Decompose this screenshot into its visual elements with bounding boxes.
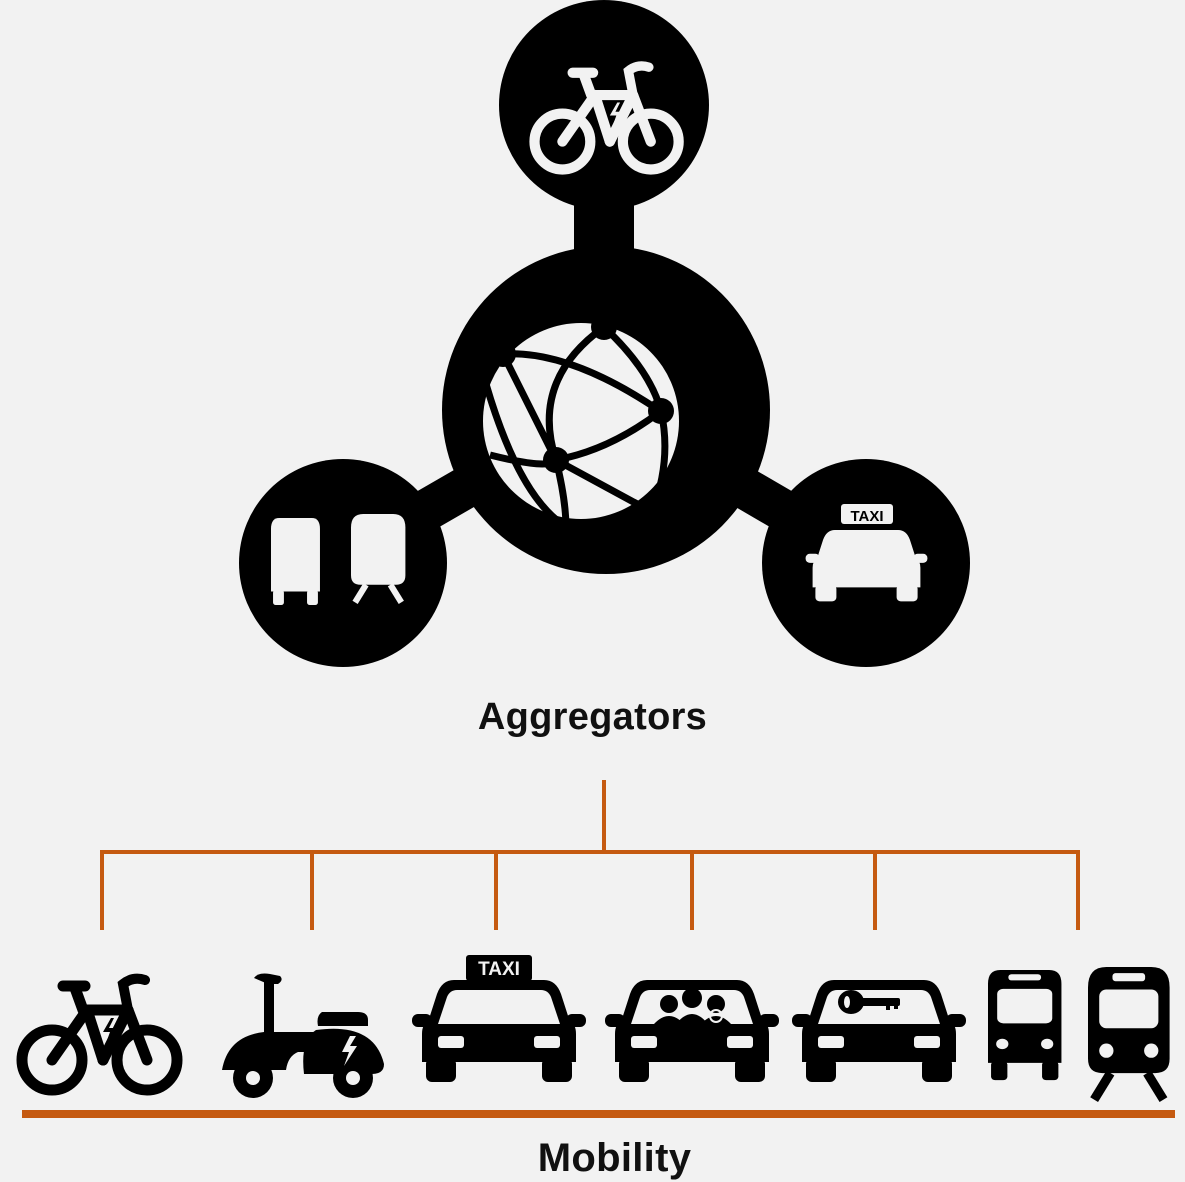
globe-network-icon [482, 314, 679, 532]
mobility-baseline [22, 1110, 1175, 1118]
connector-tree [100, 780, 1080, 930]
taxi-sign-text: TAXI [850, 508, 883, 525]
bus-train-icon [987, 967, 1170, 1100]
mobility-label: Mobility [537, 1136, 692, 1180]
satellite-left [239, 459, 447, 667]
taxi-icon: TAXI [805, 504, 928, 602]
carpool-icon [604, 979, 780, 1083]
aggregator-cluster: TAXI [239, 0, 970, 667]
aggregators-label: Aggregators [477, 696, 708, 738]
satellite-top [499, 0, 709, 210]
taxi-sign-text: TAXI [478, 959, 520, 980]
e-bike-icon [22, 979, 177, 1090]
car-sharing-icon [791, 979, 967, 1083]
e-scooter-icon [221, 973, 385, 1099]
taxi-icon: TAXI [411, 955, 587, 1083]
mobility-icons: TAXI [22, 955, 1170, 1100]
